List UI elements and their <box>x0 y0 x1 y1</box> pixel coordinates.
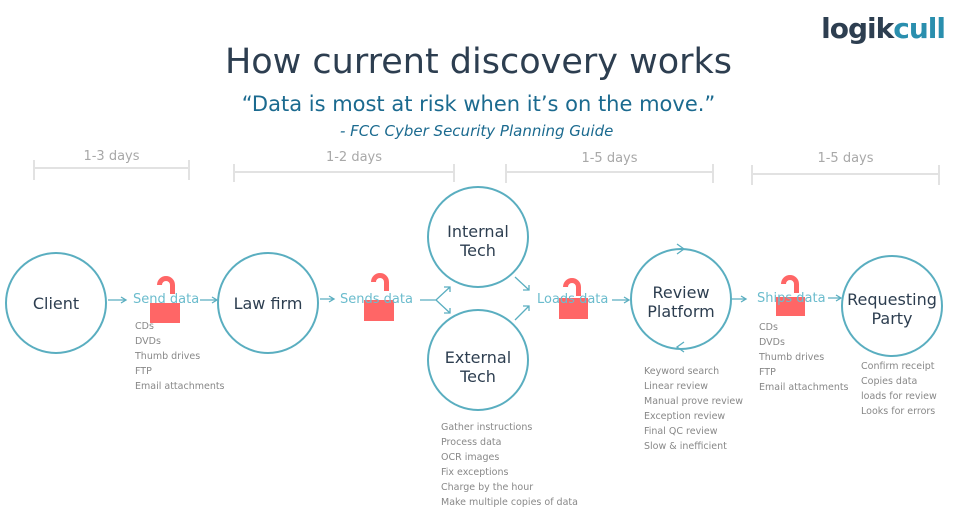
quote: “Data is most at risk when it’s on the m… <box>241 92 716 116</box>
node-client: Client <box>32 294 80 313</box>
law-firm-circle <box>217 252 319 354</box>
duration-brackets <box>33 160 940 185</box>
page-title: How current discovery works <box>224 42 733 82</box>
action-label: Sends data <box>340 292 413 307</box>
duration-label: 1-5 days <box>817 151 874 166</box>
logo: logikcull <box>821 12 946 45</box>
unlocked-padlock-icon <box>150 273 805 323</box>
duration-label: 1-5 days <box>581 151 638 166</box>
client-circle <box>5 252 107 354</box>
action-label: Ships data <box>757 291 826 306</box>
requesting-circle <box>841 255 943 357</box>
external-tech-circle <box>427 309 529 411</box>
cycle-arrow-icon <box>676 243 686 255</box>
internal-tech-circle <box>427 186 529 288</box>
cycle-arrow-icon <box>675 341 685 353</box>
duration-label: 1-3 days <box>83 149 140 164</box>
action-label: Loads data <box>537 292 609 307</box>
node-law-firm: Law firm <box>233 294 303 313</box>
action-label: Send data <box>133 292 200 307</box>
duration-label: 1-2 days <box>325 150 383 165</box>
quote-source: - FCC Cyber Security Planning Guide <box>340 122 614 140</box>
arrow-icon <box>108 243 843 353</box>
review-circle <box>630 248 732 350</box>
